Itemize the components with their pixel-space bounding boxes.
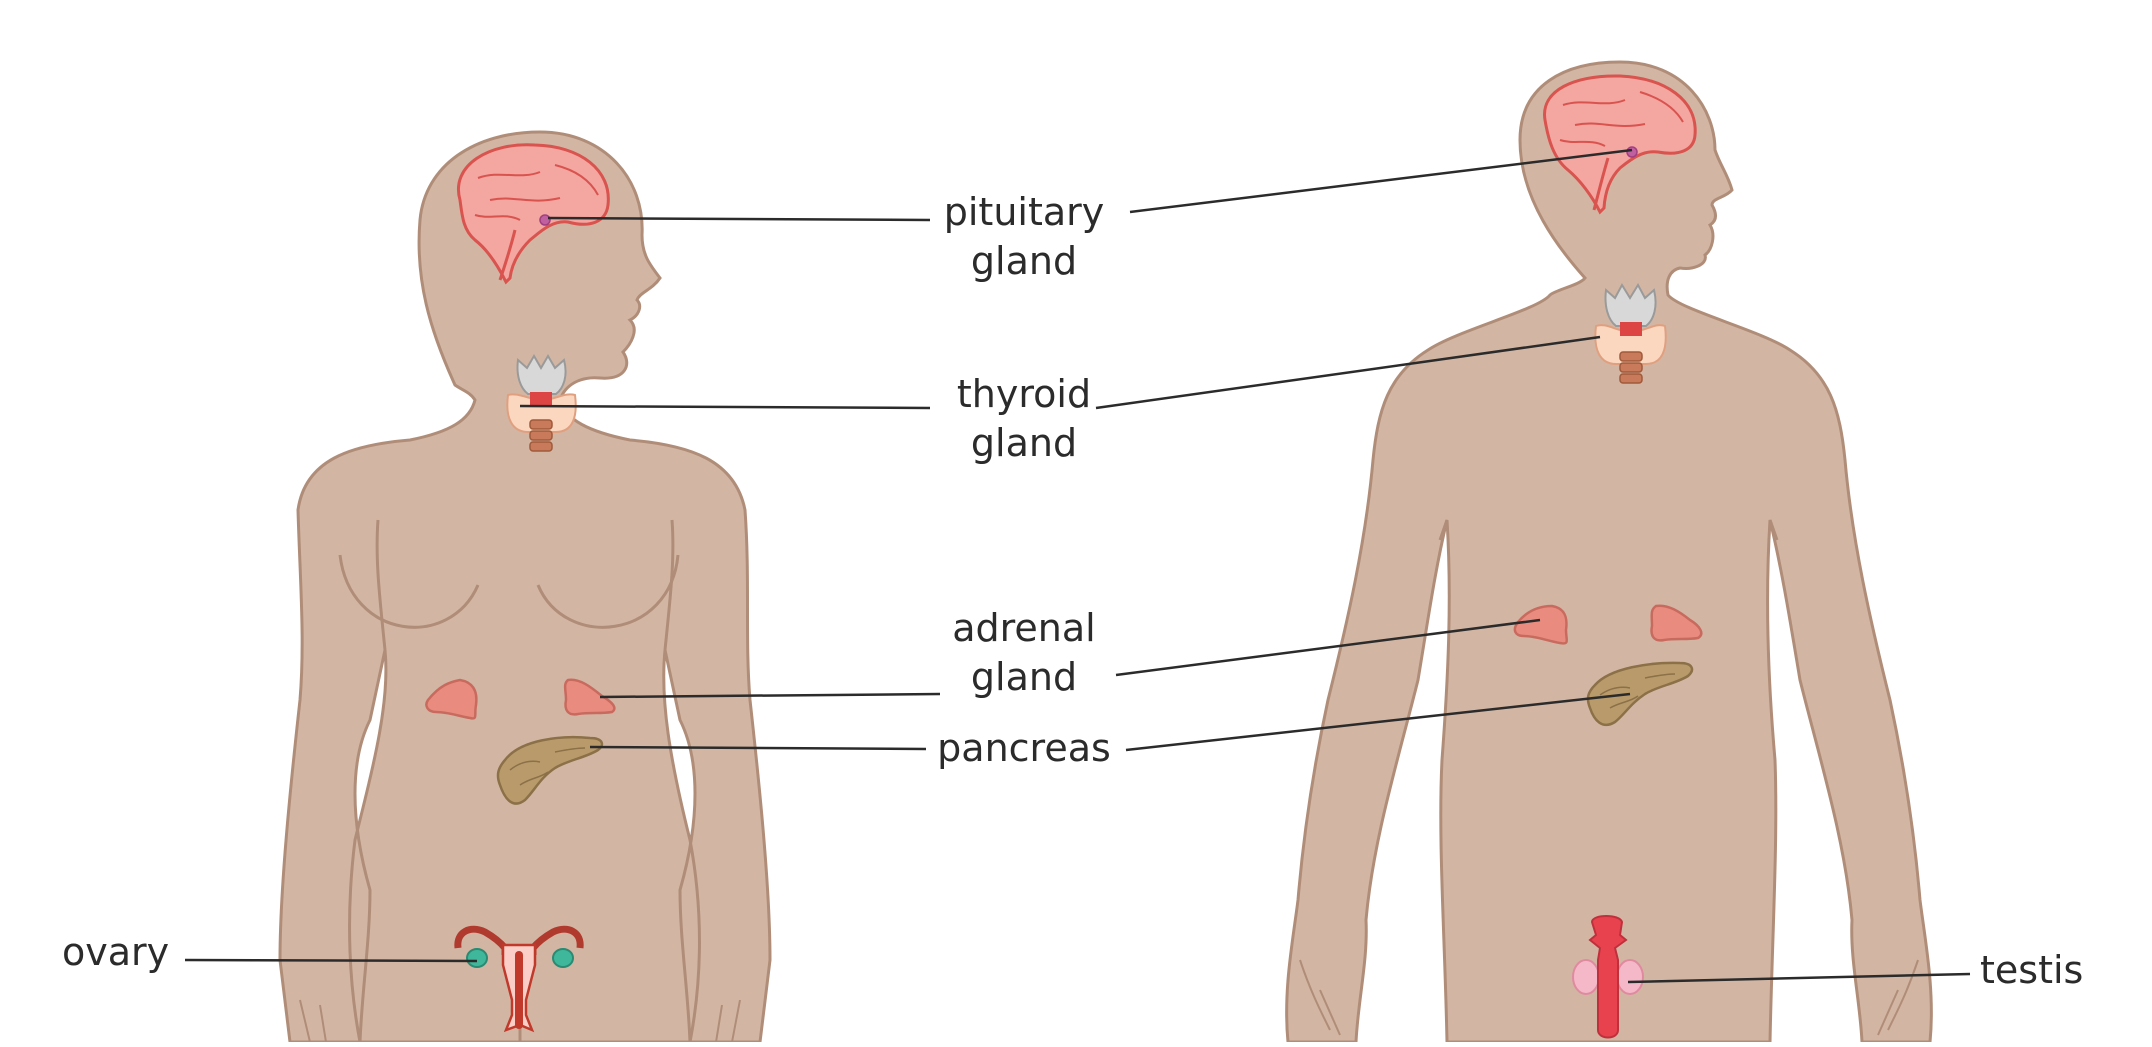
female-adrenal-right xyxy=(563,678,616,716)
breast-outline-right xyxy=(536,554,680,629)
ovary-line xyxy=(184,958,478,963)
male-adrenal-left xyxy=(1513,604,1568,645)
male-brain xyxy=(1543,74,1697,215)
pituitary-line-right xyxy=(1129,148,1633,214)
female-pancreas xyxy=(496,735,604,805)
female-reproductive-organs xyxy=(454,925,584,1033)
adrenal-line-left xyxy=(599,692,941,699)
label-pituitary-gland: pituitary gland xyxy=(924,188,1124,286)
male-figure xyxy=(1285,60,1933,1044)
male-reproductive-organs xyxy=(1572,915,1644,1039)
male-pituitary xyxy=(1626,146,1638,158)
male-thyroid xyxy=(1594,282,1667,384)
pituitary-line-left xyxy=(547,216,931,222)
thyroid-line-right xyxy=(1095,335,1601,410)
male-pancreas xyxy=(1586,661,1694,727)
adrenal-line-right xyxy=(1115,618,1541,677)
label-pituitary-line2: gland xyxy=(970,239,1078,283)
breast-outline-left xyxy=(338,554,480,629)
label-ovary: ovary xyxy=(62,928,192,977)
label-thyroid-gland: thyroid gland xyxy=(924,370,1124,468)
pancreas-line-right xyxy=(1125,692,1631,752)
label-ovary-text: ovary xyxy=(62,930,170,974)
label-pituitary-line1: pituitary xyxy=(943,190,1105,234)
label-testis-text: testis xyxy=(1980,948,2084,992)
label-thyroid-line2: gland xyxy=(970,421,1078,465)
pancreas-line-left xyxy=(589,745,927,751)
label-pancreas-text: pancreas xyxy=(937,726,1111,770)
leader-lines xyxy=(184,148,1971,984)
female-figure xyxy=(278,130,772,1044)
testis-left xyxy=(1572,959,1600,995)
label-testis: testis xyxy=(1980,946,2100,995)
male-body-silhouette xyxy=(1285,60,1933,1044)
female-thyroid xyxy=(506,354,577,452)
female-ovary-right xyxy=(552,948,574,968)
label-thyroid-line1: thyroid xyxy=(956,372,1092,416)
testis-right xyxy=(1616,959,1644,995)
testis-line xyxy=(1627,972,1971,984)
thyroid-line-left xyxy=(519,404,931,410)
male-adrenal-right xyxy=(1650,604,1703,642)
female-brain xyxy=(457,143,610,285)
label-adrenal-gland: adrenal gland xyxy=(924,604,1124,702)
label-pancreas: pancreas xyxy=(924,724,1124,773)
female-adrenal-left xyxy=(425,678,478,720)
label-adrenal-line1: adrenal xyxy=(952,606,1096,650)
female-body-silhouette xyxy=(278,130,772,1044)
female-ovary-left xyxy=(466,948,488,968)
female-pituitary xyxy=(539,214,551,226)
label-adrenal-line2: gland xyxy=(970,655,1078,699)
